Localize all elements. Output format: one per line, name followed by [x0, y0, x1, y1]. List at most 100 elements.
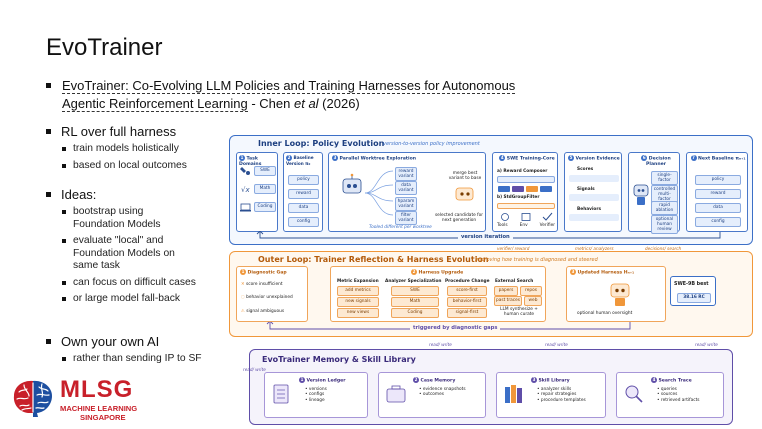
card-label: Case Memory — [420, 378, 456, 384]
variant-data: data variant — [395, 181, 417, 195]
core-verifier: Verifier — [539, 223, 555, 228]
bullet-dot — [46, 83, 51, 88]
planner-multi: controlled multi-factor — [651, 185, 678, 204]
slide-title: EvoTrainer — [46, 34, 163, 61]
harness-robot-icon — [610, 283, 630, 306]
filter-bar — [497, 203, 555, 209]
analyzer-math: Math — [391, 297, 439, 307]
search-repos: repos — [520, 286, 542, 296]
section-item: can focus on difficult cases — [73, 276, 196, 288]
trigger-label: triggered by diagnostic gaps — [410, 325, 501, 331]
evidence-behaviors: Behaviors — [577, 207, 602, 212]
result-title: SWE-9B best — [674, 282, 709, 287]
variant-reward: reward variant — [395, 167, 417, 181]
selected-robot-icon — [455, 187, 474, 201]
planner-single: single-factor — [651, 171, 678, 185]
case-icon — [386, 385, 406, 403]
section-item: train models holistically — [73, 143, 179, 154]
baseline-policy: policy — [288, 175, 319, 185]
core-env: Env — [519, 223, 528, 228]
evotrainer-diagram: Inner Loop: Policy Evolution version-to-… — [229, 135, 753, 427]
section-item: bootstrap using Foundation Models — [73, 206, 161, 230]
section-ideas: Ideas: bootstrap using Foundation Models… — [46, 187, 224, 306]
section-item: or large model fall-back — [73, 293, 181, 304]
metric-expansion-label: Metric Expansion — [337, 279, 379, 284]
section-own-ai: Own your own AI rather than sending IP t… — [46, 334, 226, 366]
paper-authors: - Chen — [247, 96, 294, 111]
metric-signals: new signals — [337, 297, 379, 307]
planner-review: optional human review — [651, 215, 678, 234]
next-reward: reward — [695, 189, 741, 199]
step-label: Diagnostic Gap — [247, 270, 287, 276]
next-data: data — [695, 203, 741, 213]
link-decisions: decisions/ search — [645, 246, 682, 251]
robot-icon — [342, 173, 362, 194]
merge-note: merge best variant to base — [448, 171, 482, 182]
metric-add: add metrics — [337, 286, 379, 296]
inner-loop-panel: Inner Loop: Policy Evolution version-to-… — [229, 135, 753, 245]
section-heading: RL over full harness — [61, 124, 177, 139]
svg-text:√x: √x — [241, 186, 250, 194]
mlsg-logo: MLSG MACHINE LEARNING SINGAPORE — [10, 376, 145, 426]
reward-composer: a) Reward Composer — [497, 169, 548, 174]
next-config: config — [695, 217, 741, 227]
evidence-signals: Signals — [577, 187, 595, 192]
gap-score: ✕ score insufficient — [241, 282, 283, 287]
domain-math: Math — [254, 184, 276, 194]
planner-ablation: rapid ablation — [651, 201, 678, 215]
logo-line2: SINGAPORE — [80, 413, 126, 422]
baseline-data: data — [288, 203, 319, 213]
step-label: Decision Planner — [646, 156, 671, 167]
paper-etal: et al — [293, 96, 319, 111]
search-papers: papers — [494, 286, 518, 296]
outer-loop-panel: Outer Loop: Trainer Reflection & Harness… — [229, 251, 753, 337]
domain-coding: Coding — [254, 202, 276, 212]
domain-icons: √x — [240, 167, 251, 212]
step-label: Next Baseline πₙ₊₁ — [698, 156, 746, 162]
procedure-behavior: behavior-first — [447, 297, 487, 307]
procedure-signal: signal-first — [447, 308, 487, 318]
section-item: evaluate "local" and Foundation Models o… — [73, 235, 175, 271]
step-label: Baseline Version π₀ — [286, 155, 314, 166]
brain-icon — [13, 380, 52, 417]
step-label: Parallel Worktree Exploration — [339, 156, 417, 162]
behaviors-bar — [569, 214, 619, 221]
books-icon — [505, 385, 522, 403]
card-label: Skill Library — [538, 378, 570, 384]
section-item: rather than sending IP to SF — [73, 353, 202, 364]
search-web: web — [524, 296, 542, 306]
paper-link[interactable]: EvoTrainer: Co-Evolving LLM Policies and… — [62, 78, 516, 112]
core-tools: Tools — [497, 223, 508, 228]
paper-reference: EvoTrainer: Co-Evolving LLM Policies and… — [46, 77, 516, 113]
human-oversight-note: optional human oversight — [577, 311, 633, 316]
rw-right: read/ write — [695, 342, 718, 347]
card-label: Search Trace — [658, 378, 692, 384]
selected-note: selected candidate for next generation — [434, 213, 484, 224]
baseline-reward: reward — [288, 189, 319, 199]
section-item: based on local outcomes — [73, 159, 187, 171]
gap-signal: ⚠ signal ambiguous — [241, 309, 285, 314]
core-icons — [501, 212, 553, 221]
variant-filter: filter variant — [395, 211, 417, 225]
signals-bar — [569, 194, 619, 201]
rw-mid1: read/ write — [429, 342, 452, 347]
evidence-scores: Scores — [577, 167, 594, 172]
domain-swe: SWE — [254, 166, 276, 176]
metric-views: new views — [337, 308, 379, 318]
memory-title: EvoTrainer Memory & Skill Library — [262, 355, 416, 364]
magnifier-icon — [625, 385, 643, 403]
std-group-filter: b) StdGroupFilter — [497, 195, 540, 200]
search-traces: past traces — [494, 296, 522, 306]
